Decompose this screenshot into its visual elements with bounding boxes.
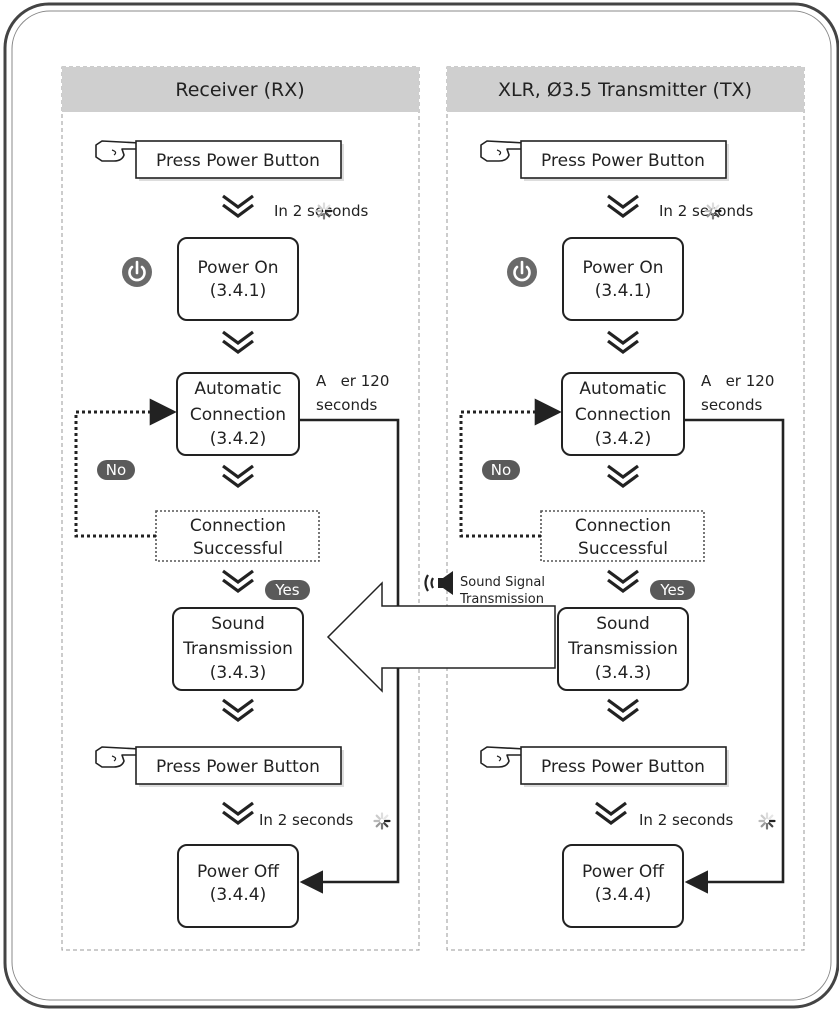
signal-label-line1: Sound Signal: [460, 575, 545, 590]
automatic-connection-box: [561, 372, 685, 456]
pointing-hand-icon: [480, 140, 528, 162]
no-badge-text: No: [106, 461, 126, 479]
panel-border: [446, 66, 805, 951]
double-chevron-down-icon: [607, 194, 639, 218]
power-on-box: [177, 237, 299, 321]
connection-successful-label: Successful: [193, 539, 283, 559]
sound-transmission-label: Transmission: [182, 639, 293, 659]
loading-spinner-icon: [704, 202, 722, 220]
connection-successful-label: Connection: [575, 516, 671, 536]
no-badge: No: [97, 460, 135, 480]
power-off-section: (3.4.4): [210, 885, 267, 905]
automatic-connection-label: Connection: [575, 405, 671, 425]
double-chevron-down-icon: [607, 569, 639, 593]
power-on-section: (3.4.1): [210, 281, 267, 301]
transmitter-panel: XLR, Ø3.5 Transmitter (TX) Press Power Bu…: [446, 66, 805, 951]
press-power-box-end: Press Power Button: [520, 746, 729, 787]
retry-loop-connector: [459, 398, 562, 538]
timeout-connector: [684, 418, 785, 894]
power-off-label: Power Off: [197, 862, 280, 882]
pointing-hand-icon: [95, 140, 143, 162]
automatic-connection-label: Automatic: [194, 379, 281, 399]
sound-transmission-box: [172, 607, 304, 691]
double-chevron-down-icon: [607, 464, 639, 488]
pointing-hand-icon: [95, 746, 143, 768]
double-chevron-down-icon: [222, 698, 254, 722]
timeout-label: A er 120: [701, 372, 774, 390]
yes-badge: Yes: [265, 580, 310, 600]
double-chevron-down-icon: [222, 330, 254, 354]
power-off-box: [177, 844, 299, 928]
timeout-label: seconds: [316, 396, 377, 414]
power-on-label: Power On: [583, 258, 664, 278]
automatic-connection-label: Connection: [190, 405, 286, 425]
double-chevron-down-icon: [595, 801, 627, 825]
power-off-label: Power Off: [582, 862, 665, 882]
panel-header: XLR, Ø3.5 Transmitter (TX): [498, 79, 752, 101]
loading-spinner-icon: [758, 812, 776, 830]
press-power-box-end: Press Power Button: [135, 746, 344, 787]
power-on-section: (3.4.1): [595, 281, 652, 301]
double-chevron-down-icon: [222, 569, 254, 593]
sound-transmission-box: [557, 607, 689, 691]
outer-frame-inner: [11, 10, 832, 1001]
double-chevron-down-icon: [222, 464, 254, 488]
panel-header: Receiver (RX): [175, 79, 304, 101]
yes-badge-text: Yes: [659, 581, 684, 599]
sound-transmission-label: Sound: [211, 614, 265, 634]
no-badge-text: No: [491, 461, 511, 479]
no-badge: No: [482, 460, 520, 480]
loading-spinner-icon: [315, 202, 333, 220]
timeout-label: A er 120: [316, 372, 389, 390]
speaker-icon: [424, 571, 453, 595]
sound-transmission-label: Transmission: [567, 639, 678, 659]
panel-header-bg: [447, 67, 804, 112]
double-chevron-down-icon: [222, 801, 254, 825]
power-icon: [122, 257, 152, 287]
press-power-box-start: Press Power Button: [520, 140, 729, 181]
receiver-panel: Receiver (RX) Press Power Button In 2 seco…: [61, 66, 420, 951]
automatic-connection-label: Automatic: [579, 379, 666, 399]
double-chevron-down-icon: [607, 330, 639, 354]
power-on-label: Power On: [198, 258, 279, 278]
yes-badge: Yes: [650, 580, 695, 600]
panel-header-bg: [62, 67, 419, 112]
press-power-label: Press Power Button: [156, 757, 320, 777]
outer-frame: [3, 2, 839, 1009]
press-power-box-start: Press Power Button: [135, 140, 344, 181]
sound-transmission-section: (3.4.3): [595, 663, 652, 683]
double-chevron-down-icon: [607, 698, 639, 722]
connection-successful-label: Successful: [578, 539, 668, 559]
wait-label: In 2 seconds: [639, 811, 734, 829]
power-on-box: [562, 237, 684, 321]
signal-label-line2: Transmission: [459, 592, 544, 607]
power-off-box: [562, 844, 684, 928]
automatic-connection-section: (3.4.2): [210, 429, 267, 449]
timeout-label: seconds: [701, 396, 762, 414]
press-power-label: Press Power Button: [541, 757, 705, 777]
loading-spinner-icon: [373, 812, 391, 830]
wait-label: In 2 seconds: [259, 811, 354, 829]
power-off-section: (3.4.4): [595, 885, 652, 905]
automatic-connection-section: (3.4.2): [595, 429, 652, 449]
automatic-connection-box: [176, 372, 300, 456]
panel-border: [61, 66, 420, 951]
press-power-label: Press Power Button: [156, 151, 320, 171]
sound-transmission-section: (3.4.3): [210, 663, 267, 683]
sound-signal-arrow: [326, 581, 556, 693]
pointing-hand-icon: [480, 746, 528, 768]
retry-loop-connector: [74, 398, 177, 538]
power-icon: [507, 257, 537, 287]
yes-badge-text: Yes: [274, 581, 299, 599]
sound-transmission-label: Sound: [596, 614, 650, 634]
press-power-label: Press Power Button: [541, 151, 705, 171]
double-chevron-down-icon: [222, 194, 254, 218]
connection-successful-label: Connection: [190, 516, 286, 536]
